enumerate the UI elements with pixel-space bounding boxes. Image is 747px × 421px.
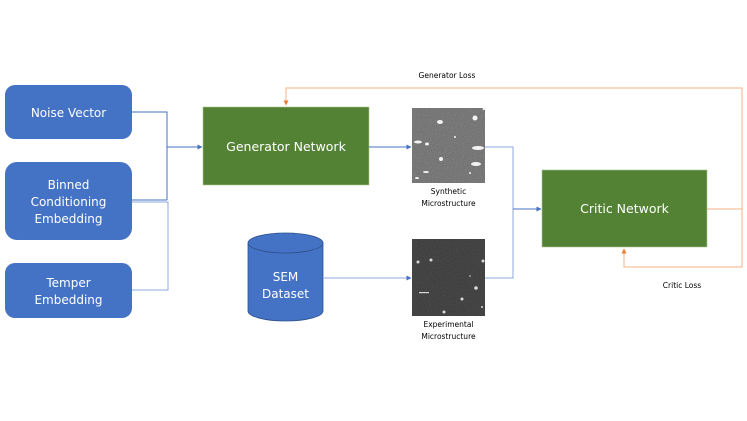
critic-loss-label: Critic Loss [663, 281, 701, 290]
critic-loss-line [621, 209, 743, 268]
temper-to-generator-line [132, 201, 169, 291]
experimental-caption-line1: Experimental [423, 320, 473, 329]
temper-label-line2: Embedding [34, 293, 102, 307]
critic-network-node[interactable]: Critic Network [541, 169, 708, 248]
experimental-caption-line2: Microstructure [421, 332, 476, 341]
loss-feedback-lines [283, 87, 743, 268]
temper-embedding-node[interactable]: Temper Embedding [5, 263, 132, 318]
noise-vector-label: Noise Vector [31, 106, 106, 120]
synthetic-to-critic-line [485, 146, 514, 279]
synthetic-precipitates [414, 108, 486, 179]
temper-label-line1: Temper [45, 276, 90, 290]
binned-conditioning-node[interactable]: Binned Conditioning Embedding [5, 162, 132, 240]
generator-network-label: Generator Network [226, 139, 346, 154]
input-connectors [132, 111, 203, 291]
generator-loss-line [283, 87, 743, 210]
binned-label-line2: Conditioning [31, 195, 107, 209]
synthetic-caption-line1: Synthetic [431, 187, 466, 196]
generator-network-node[interactable]: Generator Network [202, 106, 370, 186]
binned-label-line3: Embedding [34, 212, 102, 226]
sem-dataset-node[interactable]: SEM Dataset [247, 232, 324, 322]
sem-label-line1: SEM [273, 270, 299, 284]
images-to-critic-connectors [485, 146, 542, 279]
binned-label-line1: Binned [48, 178, 90, 192]
synthetic-microstructure-image [412, 108, 486, 183]
critic-network-label: Critic Network [580, 201, 670, 216]
synthetic-caption-line2: Microstructure [421, 199, 476, 208]
sem-label-line2: Dataset [262, 287, 309, 301]
generator-loss-label: Generator Loss [419, 71, 476, 80]
experimental-microstructure-image [412, 239, 485, 316]
experimental-precipitates [416, 258, 485, 314]
noise-vector-node[interactable]: Noise Vector [5, 85, 132, 139]
noise-to-generator-line [132, 111, 168, 200]
